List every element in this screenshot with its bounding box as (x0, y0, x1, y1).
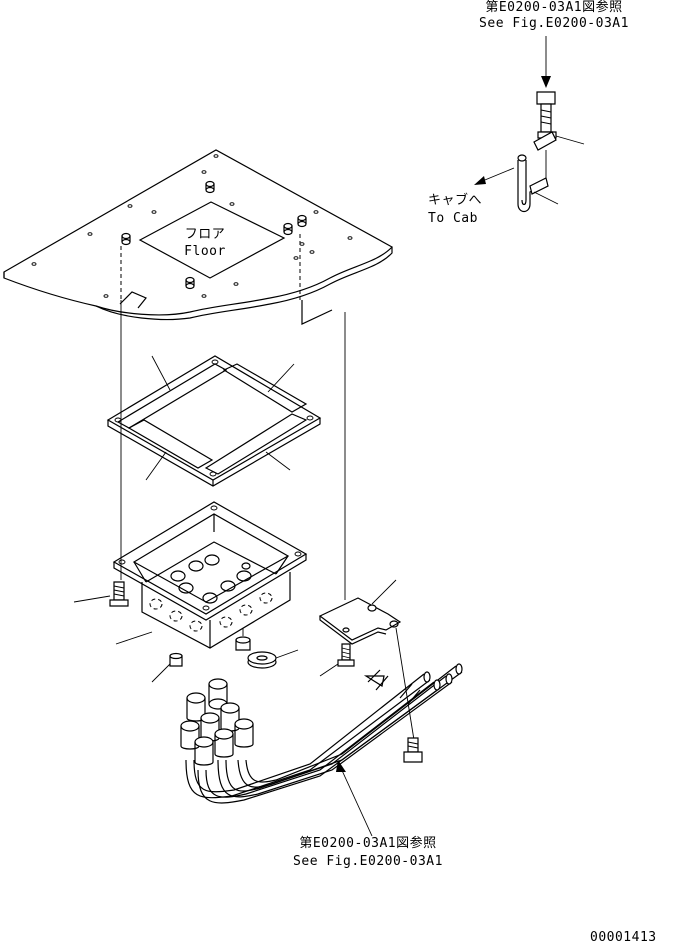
to-cab-jp: キャブへ (428, 193, 483, 208)
cable-harness (180, 663, 463, 804)
connector-box (112, 501, 308, 649)
to-cab-en: To Cab (428, 211, 478, 226)
ground-cable-detail (474, 36, 585, 213)
grommet (247, 651, 277, 669)
bolt-left (109, 581, 129, 607)
bottom-reference-jp: 第E0200-03A1図参照 (299, 836, 437, 851)
floor-label-jp: フロア (184, 227, 226, 242)
seal-plate (106, 355, 322, 487)
top-reference-en: See Fig.E0200-03A1 (479, 16, 629, 31)
bolt-clamp (337, 643, 355, 667)
nut-middle (235, 628, 251, 651)
bottom-reference-en: See Fig.E0200-03A1 (293, 854, 443, 869)
bolt-lower-right (403, 737, 423, 763)
clamp-plate (318, 597, 402, 645)
top-reference-jp: 第E0200-03A1図参照 (485, 0, 623, 15)
drawing-number: 00001413 (590, 930, 657, 945)
nut-left (169, 652, 183, 667)
floor-label-en: Floor (184, 244, 226, 259)
floor-plate (3, 149, 393, 321)
floor-cut-line (301, 300, 333, 325)
